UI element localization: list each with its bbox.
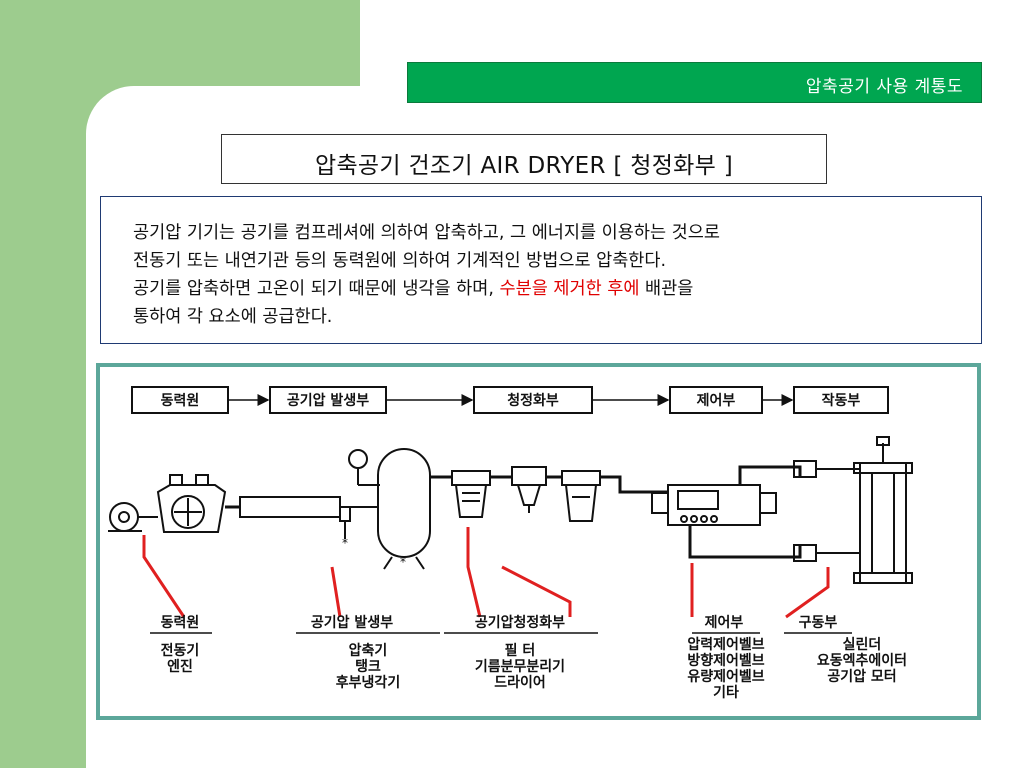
description-text: 공기압 기기는 공기를 컴프레셔에 의하여 압축하고, 그 에너지를 이용하는 … bbox=[133, 219, 963, 331]
section-control-item-2: 방향제어벨브 bbox=[687, 652, 764, 669]
motor-icon bbox=[108, 502, 158, 532]
system-diagram: 동력원 공기압 발생부 청정화부 제어부 작동부 bbox=[96, 363, 981, 720]
section-power-item-2: 엔진 bbox=[167, 658, 193, 675]
flow-block-power: 동력원 bbox=[131, 386, 229, 414]
flow-control-valve-upper-icon bbox=[793, 460, 860, 478]
header-title: 압축공기 사용 계통도 bbox=[805, 77, 963, 97]
flow-block-control: 제어부 bbox=[669, 386, 763, 414]
leader-purifier-a bbox=[466, 527, 482, 618]
section-purifier: 공기압청정화부 필 터 기름분무분리기 드라이어 bbox=[444, 614, 598, 691]
section-purifier-item-3: 드라이어 bbox=[494, 674, 546, 691]
leader-power bbox=[142, 535, 186, 618]
description-line-1: 공기압 기기는 공기를 컴프레셔에 의하여 압축하고, 그 에너지를 이용하는 … bbox=[133, 223, 720, 243]
flow-block-purifier: 청정화부 bbox=[473, 386, 593, 414]
section-generator-item-1: 압축기 bbox=[349, 643, 388, 659]
description-line-4: 통하여 각 요소에 공급한다. bbox=[133, 307, 333, 327]
section-power-item-1: 전동기 bbox=[161, 642, 200, 659]
flow-block-power-label: 동력원 bbox=[161, 393, 200, 409]
flow-block-generator-label: 공기압 발생부 bbox=[287, 392, 369, 409]
drain-mark: * bbox=[342, 536, 348, 550]
description-line-3: 공기를 압축하면 고온이 되기 때문에 냉각을 하며, 수분을 제거한 후에 배… bbox=[133, 275, 963, 303]
section-generator-label: 공기압 발생부 bbox=[311, 614, 393, 631]
flow-block-control-label: 제어부 bbox=[697, 392, 736, 409]
leader-lines bbox=[142, 527, 830, 619]
tank-drain-mark: * bbox=[400, 555, 406, 569]
description-box: 공기압 기기는 공기를 컴프레셔에 의하여 압축하고, 그 에너지를 이용하는 … bbox=[100, 196, 982, 344]
cylinder-icon bbox=[853, 436, 913, 584]
air-tank-icon: * bbox=[377, 448, 431, 570]
section-purifier-item-2: 기름분무분리기 bbox=[475, 659, 565, 675]
control-valve-icon bbox=[651, 484, 777, 526]
description-line-2: 전동기 또는 내연기관 등의 동력원에 의하여 기계적인 방법으로 압축한다. bbox=[133, 251, 667, 271]
leader-generator bbox=[330, 566, 342, 618]
section-purifier-label: 공기압청정화부 bbox=[475, 614, 565, 631]
section-actuator: 구동부 실린더 요동엑추에이터 공기압 모터 bbox=[784, 615, 907, 685]
flow-block-generator: 공기압 발생부 bbox=[269, 386, 387, 414]
section-generator-item-3: 후부냉각기 bbox=[336, 674, 400, 691]
flow-control-valve-lower-icon bbox=[793, 544, 860, 562]
pipe-valve-flow-lower bbox=[688, 525, 802, 559]
section-actuator-item-3: 공기압 모터 bbox=[827, 669, 896, 685]
section-generator-item-2: 탱크 bbox=[355, 658, 381, 675]
section-actuator-item-1: 실린더 bbox=[843, 636, 882, 653]
pipe-lubricator-valve bbox=[600, 475, 668, 494]
flow-block-actuator-label: 작동부 bbox=[822, 392, 861, 409]
regulator-icon bbox=[511, 466, 547, 513]
system-diagram-svg: 동력원 공기압 발생부 청정화부 제어부 작동부 bbox=[108, 386, 913, 701]
description-line-3-prefix: 공기를 압축하면 고온이 되기 때문에 냉각을 하며, bbox=[133, 279, 500, 299]
pipe-valve-flow-upper bbox=[738, 465, 802, 485]
filter-icon bbox=[451, 470, 491, 518]
section-power: 동력원 전동기 엔진 bbox=[150, 615, 212, 675]
section-power-label: 동력원 bbox=[161, 615, 200, 631]
section-purifier-item-1: 필 터 bbox=[505, 642, 536, 659]
section-actuator-label: 구동부 bbox=[799, 615, 838, 631]
leader-purifier-b bbox=[501, 565, 572, 617]
aftercooler-icon: * bbox=[239, 496, 378, 550]
flow-block-actuator: 작동부 bbox=[793, 386, 889, 414]
section-control-item-4: 기타 bbox=[713, 685, 739, 701]
section-generator: 공기압 발생부 압축기 탱크 후부냉각기 bbox=[296, 614, 440, 691]
pressure-gauge-icon bbox=[348, 449, 380, 486]
description-line-3-suffix: 배관을 bbox=[639, 279, 694, 299]
flow-block-purifier-label: 청정화부 bbox=[507, 392, 559, 409]
compressor-icon bbox=[156, 474, 227, 533]
slide-title: 압축공기 건조기 AIR DRYER [ 청정화부 ] bbox=[315, 153, 733, 179]
section-control-item-3: 유량제어벨브 bbox=[687, 668, 764, 685]
section-control-item-1: 압력제어벨브 bbox=[687, 636, 764, 653]
description-highlight: 수분을 제거한 후에 bbox=[499, 279, 640, 299]
slide-title-box: 압축공기 건조기 AIR DRYER [ 청정화부 ] bbox=[221, 134, 827, 184]
section-control-label: 제어부 bbox=[705, 614, 744, 631]
leader-actuator bbox=[785, 567, 830, 619]
lubricator-icon bbox=[561, 470, 601, 522]
section-control: 제어부 압력제어벨브 방향제어벨브 유량제어벨브 기타 bbox=[687, 614, 764, 701]
header-bar: 압축공기 사용 계통도 bbox=[407, 62, 982, 103]
section-actuator-item-2: 요동엑추에이터 bbox=[817, 652, 907, 669]
